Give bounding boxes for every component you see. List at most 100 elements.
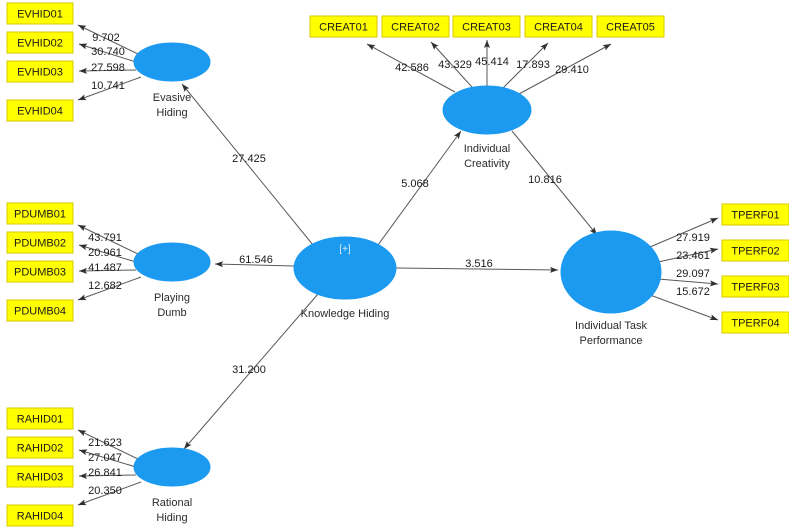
indicator-tperf01[interactable]: TPERF01 [721,203,789,226]
indicator-label: TPERF03 [731,281,779,293]
indicator-label: RAHID03 [17,471,63,483]
construct-individual-task-performance[interactable]: Individual Task Performance [560,230,662,347]
indicator-rect[interactable] [6,260,74,283]
indicator-rect[interactable] [6,202,74,225]
indicator-rect[interactable] [6,299,74,322]
indicator-rect[interactable] [381,15,450,38]
indicator-rect[interactable] [721,239,789,262]
construct-label-line1: Evasive [153,92,192,104]
construct-label-line1: Individual Task [575,320,647,332]
indicator-rect[interactable] [452,15,521,38]
indicator-rect[interactable] [596,15,665,38]
indicator-label: EVHID03 [17,66,63,78]
indicator-rect[interactable] [6,436,74,459]
construct-ellipse[interactable] [442,85,532,135]
measurement-path-rahid02 [78,449,137,468]
construct-rational-hiding[interactable]: Rational Hiding [133,447,211,524]
indicator-rahid01[interactable]: RAHID01 [6,407,74,430]
coef-pdumb04: 12.682 [88,280,122,292]
plus-marker-icon: [+] [339,244,351,255]
construct-knowledge-hiding[interactable]: [+] Knowledge Hiding [293,236,397,320]
indicator-label: TPERF02 [731,245,779,257]
indicator-rect[interactable] [6,99,74,122]
construct-ellipse[interactable] [560,230,662,314]
construct-label-line1: Knowledge Hiding [301,308,390,320]
indicator-creat02[interactable]: CREAT02 [381,15,450,38]
indicator-pdumb03[interactable]: PDUMB03 [6,260,74,283]
indicator-tperf03[interactable]: TPERF03 [721,275,789,298]
indicator-rect[interactable] [6,31,74,54]
indicator-pdumb02[interactable]: PDUMB02 [6,231,74,254]
coef-tperf03: 29.097 [676,268,710,280]
indicator-rect[interactable] [6,231,74,254]
indicator-rect[interactable] [6,465,74,488]
indicator-rect[interactable] [6,407,74,430]
coef-creat02: 43.329 [438,59,472,71]
indicator-label: TPERF04 [731,317,779,329]
coef-creativity-to-performance: 10.816 [528,174,562,186]
measurement-path-rahid01 [77,429,141,461]
indicator-rect[interactable] [6,504,74,527]
indicator-creat04[interactable]: CREAT04 [524,15,593,38]
construct-label-line2: Hiding [156,512,187,524]
construct-label-line1: Rational [152,497,192,509]
indicator-rect[interactable] [6,2,74,25]
construct-label-line1: Individual [464,143,510,155]
coef-rahid01: 21.623 [88,437,122,449]
measurement-path-tperf03 [657,278,719,287]
measurement-path-pdumb02 [78,244,137,263]
indicator-pdumb04[interactable]: PDUMB04 [6,299,74,322]
indicator-label: TPERF01 [731,209,779,221]
coef-creat01: 42.586 [395,62,429,74]
indicator-label: EVHID01 [17,8,63,20]
indicator-pdumb01[interactable]: PDUMB01 [6,202,74,225]
measurement-path-evhid02 [78,43,137,63]
indicator-tperf02[interactable]: TPERF02 [721,239,789,262]
indicator-rahid02[interactable]: RAHID02 [6,436,74,459]
structural-path-kh-to-rational [183,293,319,450]
coef-kh-to-playing-dumb: 61.546 [239,254,273,266]
indicator-label: PDUMB04 [14,305,66,317]
indicator-rect[interactable] [6,60,74,83]
indicator-rect[interactable] [309,15,378,38]
indicator-label: CREAT05 [606,21,655,33]
coef-evhid02: 30.740 [91,46,125,58]
indicator-rect[interactable] [524,15,593,38]
coefficient-labels: 9.702 30.740 27.598 10.741 43.791 20.961… [88,32,710,497]
indicator-rect[interactable] [721,275,789,298]
indicator-tperf04[interactable]: TPERF04 [721,311,789,334]
construct-ellipse[interactable] [293,236,397,300]
indicator-rect[interactable] [721,311,789,334]
indicator-creat01[interactable]: CREAT01 [309,15,378,38]
measurement-path-tperf01 [649,217,719,248]
coef-tperf01: 27.919 [676,232,710,244]
construct-ellipse[interactable] [133,42,211,82]
construct-ellipse[interactable] [133,447,211,487]
construct-ellipse[interactable] [133,242,211,282]
construct-individual-creativity[interactable]: Individual Creativity [442,85,532,170]
measurement-path-creat01 [366,43,456,93]
indicator-evhid04[interactable]: EVHID04 [6,99,74,122]
measurement-path-tperf02 [657,247,719,263]
indicator-evhid02[interactable]: EVHID02 [6,31,74,54]
indicator-rahid03[interactable]: RAHID03 [6,465,74,488]
measurement-path-pdumb03 [78,267,137,274]
measurement-path-rahid03 [78,472,137,479]
indicator-rect[interactable] [721,203,789,226]
coef-creat03: 45.414 [475,56,509,68]
construct-evasive-hiding[interactable]: Evasive Hiding [133,42,211,119]
construct-playing-dumb[interactable]: Playing Dumb [133,242,211,319]
measurement-path-pdumb04 [77,276,142,301]
measurement-path-evhid04 [77,76,142,101]
indicator-creat05[interactable]: CREAT05 [596,15,665,38]
indicator-creat03[interactable]: CREAT03 [452,15,521,38]
indicator-label: PDUMB03 [14,266,66,278]
indicator-evhid01[interactable]: EVHID01 [6,2,74,25]
indicator-rahid04[interactable]: RAHID04 [6,504,74,527]
coef-kh-to-rational: 31.200 [232,364,266,376]
indicator-label: RAHID04 [17,510,63,522]
indicator-label: EVHID04 [17,105,63,117]
indicator-evhid03[interactable]: EVHID03 [6,60,74,83]
coef-kh-to-creativity: 5.068 [401,178,429,190]
